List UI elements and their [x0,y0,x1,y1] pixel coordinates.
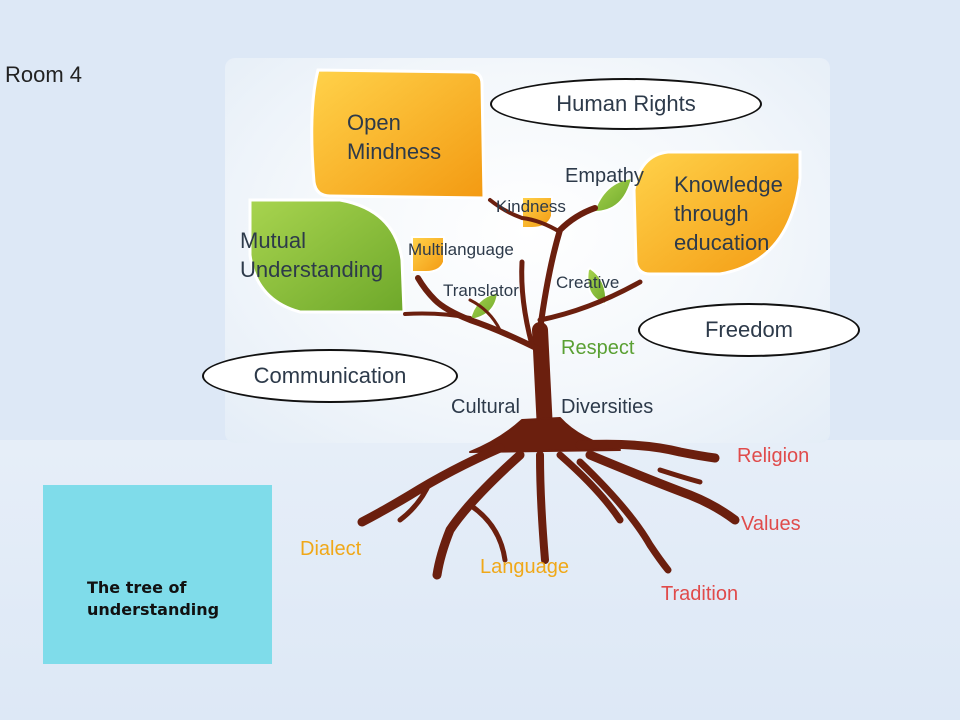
trunk-label-cultural: Cultural [451,396,520,418]
root-language-l [432,450,525,580]
root-dialect-2 [397,479,433,523]
leaf-label-knowledge: Knowledge through education [674,172,783,255]
root-right-a [556,451,624,524]
leaf-open-mindness [310,68,486,200]
branch-label-respect: Respect [561,337,635,359]
leaf-label-mutual-understanding: Mutual Understanding [240,228,384,282]
caption-card: The tree of understanding [43,485,272,664]
leaf-multilanguage [411,236,445,273]
oval-communication: Communication [202,349,458,403]
caption-card-title: The tree of understanding [87,578,220,619]
oval-human-rights-text: Human Rights [556,91,696,116]
branch-left [415,275,543,353]
branch-label-kindness: Kindness [496,197,566,216]
root-dialect [357,443,505,527]
root-label-religion: Religion [737,445,810,467]
branch-label-translator: Translator [443,281,519,300]
branch-label-creative: Creative [556,273,620,292]
trunk-label-diversities: Diversities [561,396,654,418]
oval-freedom: Freedom [638,303,860,357]
room-label: Room 4 [5,62,83,87]
branch-multi [468,298,502,332]
branch-right [537,279,643,323]
branch-label-empathy: Empathy [565,165,644,187]
root-religion [575,439,720,463]
branch-label-multilanguage: Multilanguage [408,240,514,259]
root-label-tradition: Tradition [661,583,739,605]
branch-mid-left [519,259,535,348]
root-tradition [576,458,672,574]
leaf-knowledge [632,150,802,276]
oval-human-rights: Human Rights [490,78,762,130]
root-lang-branch [467,502,508,563]
root-label-language: Language [480,556,569,578]
leaf-empathy [592,176,634,214]
trunk [532,322,553,438]
root-label-values: Values [741,513,801,535]
branch-left-low [403,311,472,320]
root-label-dialect: Dialect [300,538,362,560]
root-language-c [536,451,549,564]
branch-up [537,205,598,333]
root-values-b [657,467,703,485]
leaf-mutual-understanding [248,198,406,314]
leaf-creative [586,266,608,306]
oval-communication-text: Communication [253,363,407,388]
leaf-label-open-mindness: Open Mindness [347,110,442,164]
oval-freedom-text: Freedom [704,317,794,342]
root-values [585,450,740,525]
branch-kindness [488,198,562,234]
